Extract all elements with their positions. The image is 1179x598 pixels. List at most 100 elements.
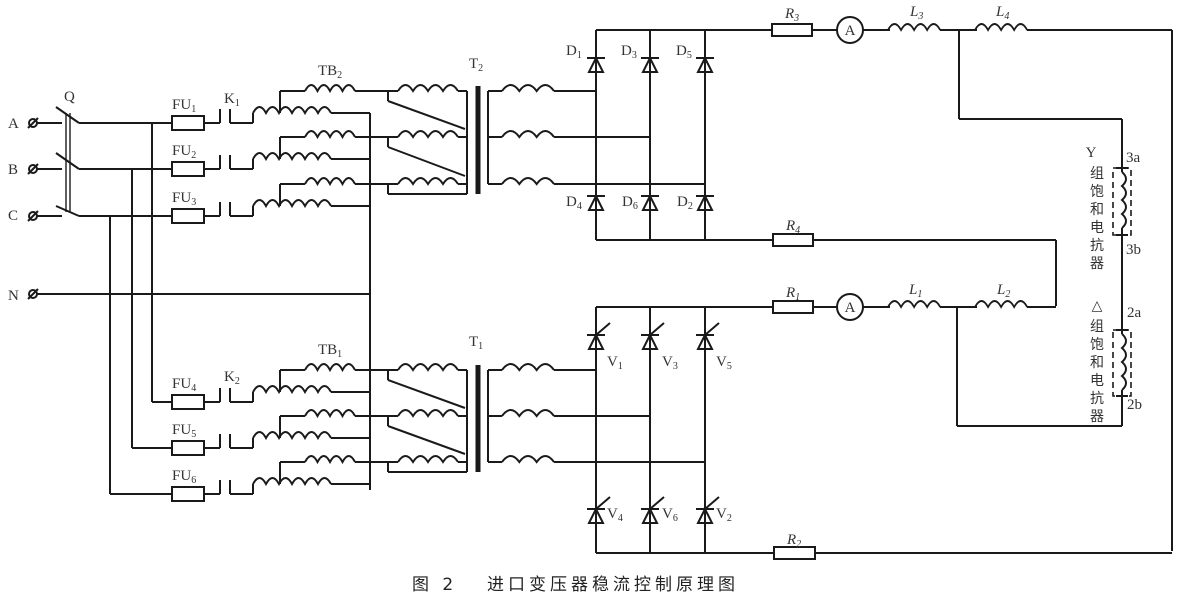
- svg-text:电: 电: [1090, 373, 1104, 389]
- svg-text:和: 和: [1090, 355, 1104, 371]
- svg-text:器: 器: [1090, 409, 1104, 425]
- switch-q: Q: [55, 89, 172, 217]
- reactor-terminal: 2b: [1127, 397, 1142, 413]
- inductor-label: L1: [908, 282, 922, 300]
- fuse-label: FU5: [172, 422, 196, 440]
- fuse-label: FU4: [172, 376, 196, 394]
- zigzag-link: [387, 146, 466, 177]
- terminal-leads: [37, 122, 370, 295]
- svg-text:组: 组: [1090, 166, 1104, 182]
- switch-q-label: Q: [64, 89, 75, 105]
- terminal-symbols: [27, 117, 39, 300]
- fuse: [171, 161, 205, 177]
- inductor-label: L2: [996, 282, 1010, 300]
- contactor-label: K1: [224, 91, 240, 109]
- diode-label: D3: [621, 43, 637, 61]
- svg-text:抗: 抗: [1090, 391, 1104, 407]
- inductor-l2: [974, 300, 1029, 308]
- gate-lead: [595, 496, 611, 510]
- resistors: R3 R4 R1 R2: [771, 6, 816, 560]
- resistor-label: R2: [786, 532, 801, 550]
- delta-saturable-reactor: 2a 2b △ 组 饱 和 电 抗 器: [1090, 298, 1142, 425]
- thyristor-label: V4: [607, 506, 623, 524]
- diode: [587, 55, 605, 73]
- secondary-winding: [501, 409, 555, 418]
- svg-text:和: 和: [1090, 202, 1104, 218]
- thyristor-label: V1: [607, 354, 623, 372]
- tb-winding: [304, 409, 356, 419]
- thyristor-label: V6: [662, 506, 678, 524]
- saturable-reactors: 3a 3b Y 组 饱 和 电 抗 器 2a 2b △ 组 饱 和 电 抗 器: [1086, 145, 1142, 425]
- distribution-wires: [109, 123, 172, 495]
- ammeter-label: A: [845, 300, 856, 316]
- resistor-label: R4: [785, 218, 800, 236]
- fuse-label: FU2: [172, 143, 196, 161]
- fuse-label: FU1: [172, 97, 196, 115]
- tb-winding: [304, 130, 356, 140]
- tb-winding: [304, 84, 356, 94]
- upper-feed-group: [171, 84, 705, 224]
- svg-text:饱: 饱: [1090, 337, 1104, 353]
- ammeter-upper: [836, 16, 864, 44]
- tb-winding: [252, 431, 332, 441]
- t1-label: T1: [469, 334, 483, 352]
- ammeter-label: A: [845, 23, 856, 39]
- diode: [587, 193, 605, 211]
- ammeter-lower: [836, 293, 864, 321]
- zigzag-link: [387, 379, 466, 409]
- reactor-prefix: △: [1092, 298, 1103, 314]
- primary-winding: [397, 409, 459, 418]
- inductors: L3 L4 L1 L2: [887, 4, 1029, 308]
- diode-labels: D1 D3 D5 D4 D6 D2: [566, 43, 693, 212]
- tb-winding: [252, 385, 332, 395]
- diode: [641, 55, 659, 73]
- primary-winding: [397, 130, 459, 139]
- fuse: [171, 208, 205, 224]
- svg-text:组: 组: [1090, 319, 1104, 335]
- fuse: [171, 486, 205, 502]
- tb-winding: [252, 199, 332, 209]
- inductor-l4: [974, 23, 1029, 31]
- y-saturable-reactor: 3a 3b Y 组 饱 和 电 抗 器: [1086, 145, 1141, 272]
- balance-transformer-labels: TB2 TB1: [318, 63, 342, 360]
- secondary-winding: [501, 363, 555, 372]
- diode-label: D5: [676, 43, 692, 61]
- terminal-a-label: A: [8, 116, 19, 132]
- fuse-labels: FU1 FU2 FU3 FU4 FU5 FU6: [172, 97, 196, 486]
- tb-winding: [252, 106, 332, 116]
- resistor-r3: [771, 23, 813, 37]
- tb-winding: [304, 455, 356, 465]
- gate-lead: [704, 496, 720, 510]
- diode: [696, 55, 714, 73]
- primary-winding: [397, 177, 459, 186]
- fuse: [171, 440, 205, 456]
- switch-outputs: [79, 122, 172, 217]
- gate-lead: [704, 322, 720, 336]
- primary-winding: [397, 84, 459, 93]
- svg-text:抗: 抗: [1090, 238, 1104, 254]
- transformer-labels: T2 T1: [469, 56, 483, 352]
- reactor-terminal: 2a: [1127, 305, 1142, 321]
- gate-lead: [595, 322, 611, 336]
- terminal-n-label: N: [8, 288, 19, 304]
- tb-winding: [252, 477, 332, 487]
- tb1-label: TB1: [318, 342, 342, 360]
- reactor-terminal: 3b: [1126, 242, 1141, 258]
- contactor-label: K2: [224, 369, 240, 387]
- tb2-label: TB2: [318, 63, 342, 81]
- resistor-label: R1: [785, 285, 800, 303]
- rectifier-bridges: [587, 29, 720, 554]
- svg-text:电: 电: [1090, 220, 1104, 236]
- figure-title: 进口变压器稳流控制原理图: [487, 575, 739, 595]
- fuse-label: FU3: [172, 190, 196, 208]
- terminal-b-label: B: [8, 162, 18, 178]
- resistor-r1: [772, 300, 814, 314]
- tb-winding: [304, 177, 356, 187]
- figure-caption: 图 2 进口变压器稳流控制原理图: [412, 575, 739, 595]
- lower-feed-group: [171, 363, 705, 502]
- resistor-r2: [773, 546, 816, 560]
- fuse: [171, 115, 205, 131]
- thyristor-label: V5: [716, 354, 732, 372]
- svg-text:饱: 饱: [1090, 184, 1104, 200]
